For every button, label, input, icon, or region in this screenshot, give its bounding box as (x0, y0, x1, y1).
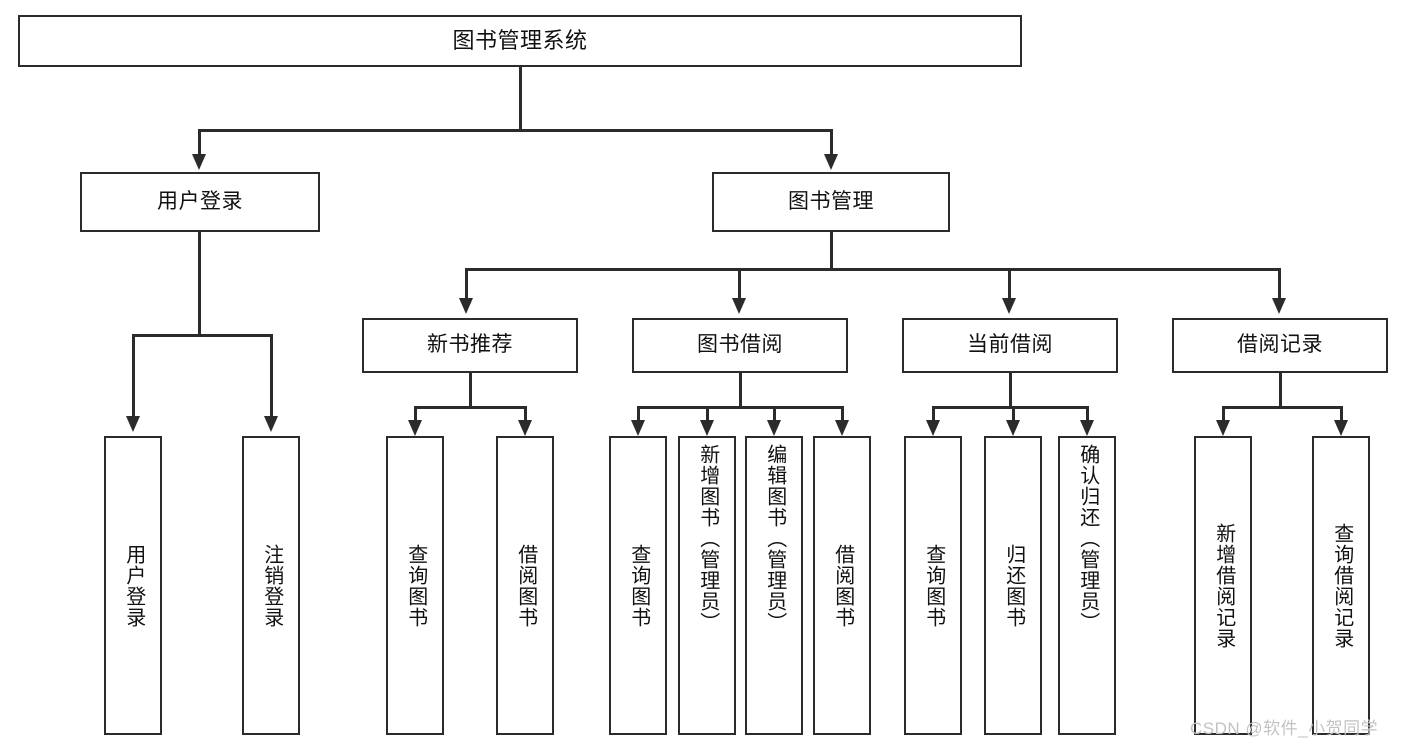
arrow-to-leaf-user-login (126, 416, 140, 432)
connector-current-borrow-to-leaf-1 (932, 406, 935, 422)
node-label: 查询借阅记录 (1330, 522, 1353, 649)
arrow-to-leaf-query-record (1334, 420, 1348, 436)
node-label: 编辑图书（管理员） (763, 444, 786, 633)
connector-book-borrow-to-leaf-1 (637, 406, 640, 422)
node-label: 借阅记录 (1237, 333, 1323, 357)
leaf-logout[interactable]: 注销登录 (242, 436, 300, 735)
node-label: 确认归还（管理员） (1076, 444, 1099, 633)
node-label: 图书借阅 (697, 333, 783, 357)
watermark-text: CSDN @软件_小贺同学 (1190, 719, 1379, 738)
connector-new-book-to-leaf-1 (414, 406, 417, 422)
node-label: 用户登录 (122, 543, 145, 628)
connector-to-new-book (465, 268, 468, 300)
node-book-management[interactable]: 图书管理 (712, 172, 950, 232)
arrow-to-book-borrow (732, 298, 746, 314)
leaf-user-login[interactable]: 用户登录 (104, 436, 162, 735)
node-label: 查询图书 (404, 543, 427, 628)
leaf-confirm-return-admin[interactable]: 确认归还（管理员） (1058, 436, 1116, 735)
connector-user-login-to-leaf-2 (270, 334, 273, 418)
node-label: 注销登录 (260, 543, 283, 628)
leaf-query-borrow-record[interactable]: 查询借阅记录 (1312, 436, 1370, 735)
leaf-borrow-book-recommend[interactable]: 借阅图书 (496, 436, 554, 735)
connector-current-borrow-stem (1009, 373, 1012, 408)
connector-to-current-borrow (1008, 268, 1011, 300)
connector-root-to-book-manage (830, 129, 833, 156)
node-borrow-record[interactable]: 借阅记录 (1172, 318, 1388, 373)
node-label: 归还图书 (1002, 543, 1025, 628)
node-label: 查询图书 (922, 543, 945, 628)
connector-to-borrow-record (1278, 268, 1281, 300)
arrow-to-leaf-return-book (1006, 420, 1020, 436)
node-root-library-system[interactable]: 图书管理系统 (18, 15, 1022, 67)
connector-current-borrow-bar (932, 406, 1087, 409)
connector-to-book-borrow (738, 268, 741, 300)
node-label: 新增图书（管理员） (696, 444, 719, 633)
arrow-to-user-login (192, 154, 206, 170)
node-label: 查询图书 (627, 543, 650, 628)
arrow-to-leaf-query-book-1 (408, 420, 422, 436)
node-label: 图书管理系统 (452, 28, 588, 54)
connector-borrow-record-bar (1222, 406, 1342, 409)
leaf-add-borrow-record[interactable]: 新增借阅记录 (1194, 436, 1252, 735)
leaf-query-book-recommend[interactable]: 查询图书 (386, 436, 444, 735)
arrow-to-leaf-add-record (1216, 420, 1230, 436)
connector-user-login-bar (132, 334, 272, 337)
node-label: 借阅图书 (831, 543, 854, 628)
arrow-to-leaf-query-book-3 (926, 420, 940, 436)
node-label: 新书推荐 (427, 333, 513, 357)
node-new-book-recommend[interactable]: 新书推荐 (362, 318, 578, 373)
connector-root-stem (519, 67, 522, 131)
leaf-query-book-current[interactable]: 查询图书 (904, 436, 962, 735)
node-label: 图书管理 (788, 189, 874, 213)
leaf-borrow-book[interactable]: 借阅图书 (813, 436, 871, 735)
node-label: 当前借阅 (967, 333, 1053, 357)
connector-root-to-user-login (198, 129, 201, 156)
arrow-to-book-manage (824, 154, 838, 170)
connector-book-borrow-to-leaf-4 (841, 406, 844, 422)
node-label: 用户登录 (157, 189, 243, 213)
arrow-to-leaf-query-book-2 (631, 420, 645, 436)
connector-root-bar (198, 129, 832, 132)
connector-book-borrow-stem (739, 373, 742, 408)
connector-current-borrow-to-leaf-2 (1012, 406, 1015, 422)
arrow-to-borrow-record (1272, 298, 1286, 314)
csdn-watermark: CSDN @软件_小贺同学 (1190, 714, 1378, 739)
connector-book-manage-stem (830, 232, 833, 271)
arrow-to-new-book-recommend (459, 298, 473, 314)
connector-book-borrow-to-leaf-3 (773, 406, 776, 422)
node-label: 借阅图书 (514, 543, 537, 628)
arrow-to-current-borrow (1002, 298, 1016, 314)
node-current-borrow[interactable]: 当前借阅 (902, 318, 1118, 373)
leaf-query-book-borrow[interactable]: 查询图书 (609, 436, 667, 735)
node-label: 新增借阅记录 (1212, 522, 1235, 649)
arrow-to-leaf-add-book (700, 420, 714, 436)
connector-borrow-record-to-leaf-1 (1222, 406, 1225, 422)
leaf-add-book-admin[interactable]: 新增图书（管理员） (678, 436, 736, 735)
connector-new-book-stem (469, 373, 472, 408)
leaf-return-book[interactable]: 归还图书 (984, 436, 1042, 735)
connector-book-borrow-bar (637, 406, 843, 409)
connector-new-book-to-leaf-2 (524, 406, 527, 422)
connector-borrow-record-to-leaf-2 (1340, 406, 1343, 422)
connector-new-book-bar (414, 406, 527, 409)
arrow-to-leaf-confirm-return (1080, 420, 1094, 436)
connector-user-login-stem (198, 232, 201, 336)
connector-book-manage-bar (465, 268, 1281, 271)
connector-book-borrow-to-leaf-2 (706, 406, 709, 422)
connector-user-login-to-leaf-1 (132, 334, 135, 418)
leaf-edit-book-admin[interactable]: 编辑图书（管理员） (745, 436, 803, 735)
node-book-borrow[interactable]: 图书借阅 (632, 318, 848, 373)
arrow-to-leaf-edit-book (767, 420, 781, 436)
arrow-to-leaf-borrow-book-2 (835, 420, 849, 436)
arrow-to-leaf-borrow-book-1 (518, 420, 532, 436)
node-user-login[interactable]: 用户登录 (80, 172, 320, 232)
connector-borrow-record-stem (1279, 373, 1282, 408)
connector-current-borrow-to-leaf-3 (1086, 406, 1089, 422)
arrow-to-leaf-logout (264, 416, 278, 432)
